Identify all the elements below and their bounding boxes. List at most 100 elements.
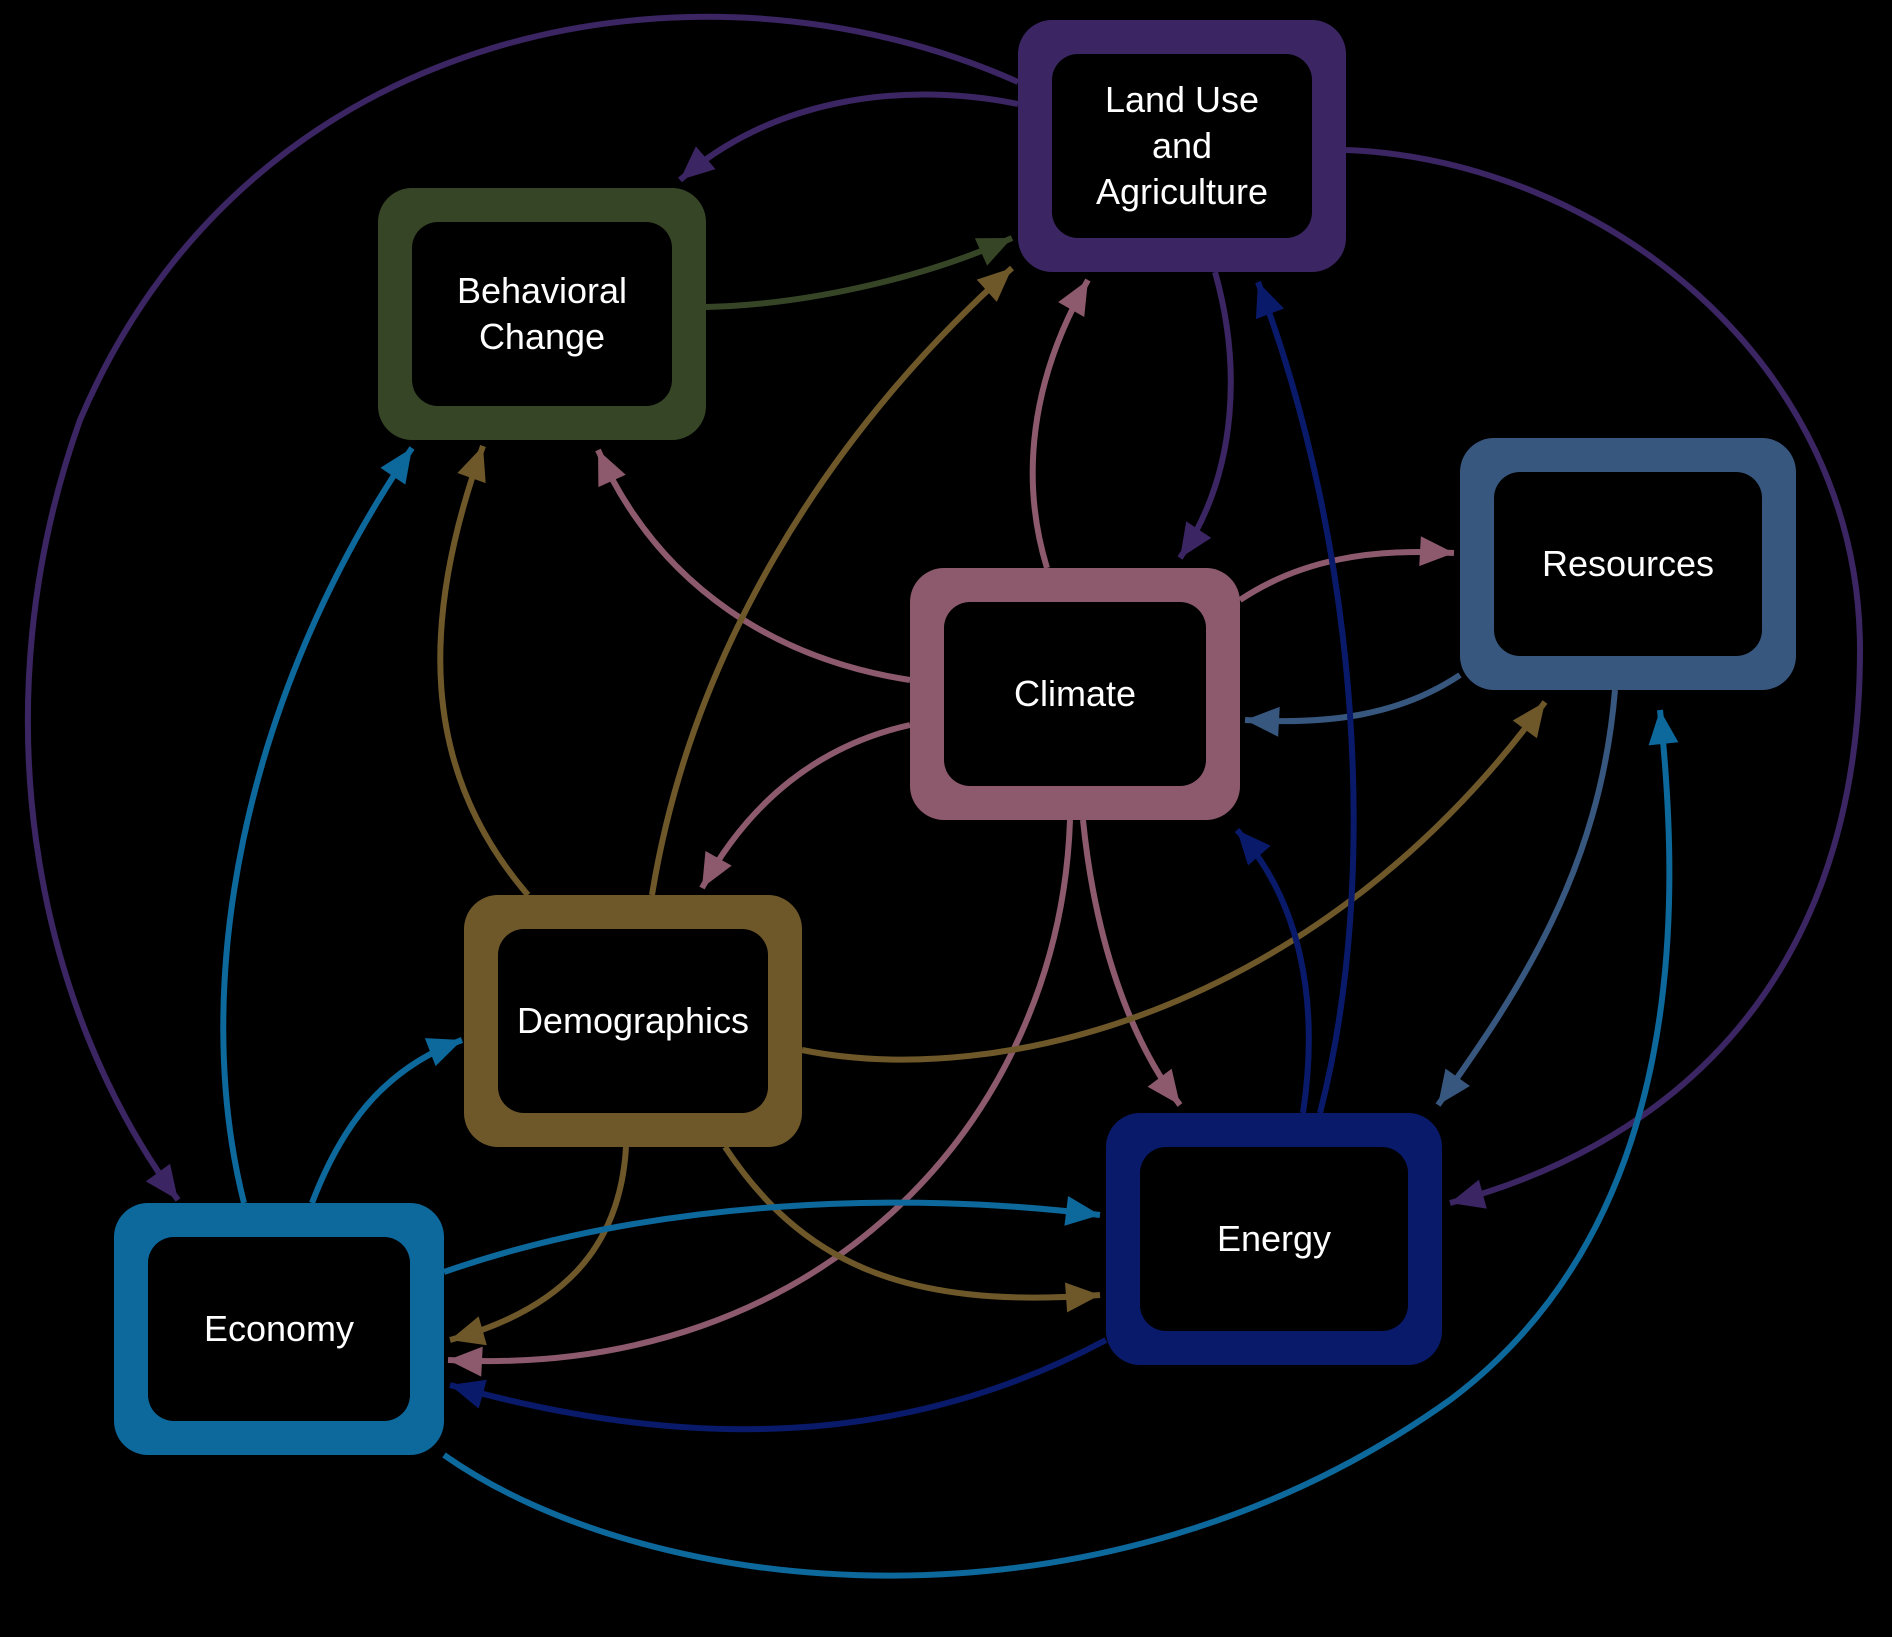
arrowhead-icon bbox=[1512, 702, 1545, 739]
arrowhead-icon bbox=[1419, 536, 1454, 567]
node-label: Demographics bbox=[517, 1000, 749, 1041]
edge-line bbox=[443, 1199, 1101, 1275]
edge-energy-to-economy bbox=[449, 1337, 1108, 1433]
arrowhead-icon bbox=[1058, 280, 1088, 317]
edge-line bbox=[699, 722, 911, 890]
edge-line bbox=[24, 13, 1020, 1202]
node-label: Economy bbox=[204, 1308, 354, 1349]
edges-layer bbox=[24, 13, 1864, 1579]
edge-climate-to-demo bbox=[699, 722, 911, 890]
arrowhead-icon bbox=[448, 1346, 483, 1377]
edge-land-to-behav bbox=[678, 91, 1019, 183]
node-label-line: Behavioral bbox=[457, 270, 627, 311]
node-inner bbox=[1052, 54, 1312, 238]
arrowhead-icon bbox=[145, 1163, 178, 1200]
edge-line bbox=[801, 700, 1548, 1063]
arrowhead-icon bbox=[974, 238, 1012, 266]
node-label-line: Land Use bbox=[1105, 79, 1259, 120]
edge-line bbox=[1345, 147, 1864, 1206]
arrowhead-icon bbox=[1255, 282, 1285, 320]
edge-line bbox=[1255, 280, 1357, 1114]
arrowhead-icon bbox=[1065, 1282, 1100, 1313]
node-label-line: Economy bbox=[204, 1308, 354, 1349]
node-label-line: and bbox=[1152, 125, 1212, 166]
edge-demo-to-economy bbox=[449, 1146, 629, 1346]
edge-line bbox=[722, 1145, 1101, 1301]
edge-climate-to-land bbox=[1029, 278, 1091, 569]
edge-economy-to-resources bbox=[442, 709, 1679, 1579]
edge-line bbox=[437, 444, 531, 897]
arrowhead-icon bbox=[1064, 1195, 1100, 1226]
arrowhead-icon bbox=[1648, 710, 1679, 746]
arrowhead-icon bbox=[1180, 521, 1212, 558]
edge-line bbox=[1435, 689, 1618, 1107]
arrowhead-icon bbox=[1245, 706, 1280, 737]
node-climate[interactable]: Climate bbox=[910, 568, 1240, 820]
node-inner bbox=[148, 1237, 410, 1421]
edge-economy-to-behav bbox=[220, 446, 415, 1204]
edge-line bbox=[449, 1337, 1108, 1433]
edge-line bbox=[705, 235, 1014, 310]
arrowhead-icon bbox=[1147, 1068, 1180, 1105]
edge-climate-to-behav bbox=[595, 448, 911, 683]
edge-energy-to-land bbox=[1255, 280, 1357, 1114]
edge-energy-to-climate bbox=[1234, 827, 1312, 1114]
edge-climate-to-resources bbox=[1238, 536, 1455, 603]
edge-land-to-economy bbox=[24, 13, 1020, 1202]
edge-land-to-climate bbox=[1177, 271, 1234, 560]
arrowhead-icon bbox=[1438, 1068, 1470, 1105]
edge-economy-to-energy bbox=[443, 1195, 1101, 1275]
node-label-line: Demographics bbox=[517, 1000, 749, 1041]
edge-line bbox=[449, 1146, 629, 1343]
edge-land-to-energy bbox=[1345, 147, 1864, 1209]
node-inner bbox=[498, 929, 768, 1113]
node-label-line: Agriculture bbox=[1096, 171, 1268, 212]
arrowhead-icon bbox=[380, 448, 412, 485]
node-label: Resources bbox=[1542, 543, 1714, 584]
arrowhead-icon bbox=[680, 146, 716, 180]
arrowhead-icon bbox=[450, 1379, 487, 1409]
node-inner bbox=[1140, 1147, 1408, 1331]
node-label-line: Climate bbox=[1014, 673, 1136, 714]
node-inner bbox=[944, 602, 1206, 786]
arrowhead-icon bbox=[702, 850, 732, 888]
edge-demo-to-behav bbox=[437, 444, 531, 897]
node-label: Energy bbox=[1217, 1218, 1331, 1259]
node-resources[interactable]: Resources bbox=[1460, 438, 1796, 690]
arrowhead-icon bbox=[450, 1316, 487, 1346]
edge-behav-to-land bbox=[705, 235, 1014, 310]
node-label-line: Change bbox=[479, 316, 605, 357]
edge-line bbox=[309, 1037, 464, 1205]
node-energy[interactable]: Energy bbox=[1106, 1113, 1442, 1365]
edge-line bbox=[1234, 827, 1312, 1114]
arrowhead-icon bbox=[457, 446, 486, 484]
edge-line bbox=[220, 446, 415, 1204]
arrowhead-icon bbox=[1237, 830, 1271, 866]
node-inner bbox=[412, 222, 672, 406]
edge-climate-to-economy bbox=[447, 819, 1073, 1377]
node-demo[interactable]: Demographics bbox=[464, 895, 802, 1147]
edge-demo-to-land bbox=[649, 265, 1015, 896]
arrowhead-icon bbox=[424, 1038, 462, 1067]
edge-line bbox=[678, 91, 1019, 183]
edge-line bbox=[649, 265, 1015, 896]
node-label-line: Energy bbox=[1217, 1218, 1331, 1259]
edge-climate-to-energy bbox=[1080, 819, 1183, 1107]
edge-line bbox=[442, 709, 1673, 1579]
edge-demo-to-energy bbox=[722, 1145, 1101, 1313]
node-economy[interactable]: Economy bbox=[114, 1203, 444, 1455]
node-label: Climate bbox=[1014, 673, 1136, 714]
edge-line bbox=[1080, 819, 1183, 1107]
edge-line bbox=[447, 819, 1073, 1365]
arrowhead-icon bbox=[1450, 1179, 1487, 1209]
arrowhead-icon bbox=[598, 450, 626, 488]
node-inner bbox=[1494, 472, 1762, 656]
arrowhead-icon bbox=[976, 268, 1012, 302]
edge-demo-to-resources bbox=[801, 700, 1548, 1063]
edge-line bbox=[595, 448, 911, 683]
